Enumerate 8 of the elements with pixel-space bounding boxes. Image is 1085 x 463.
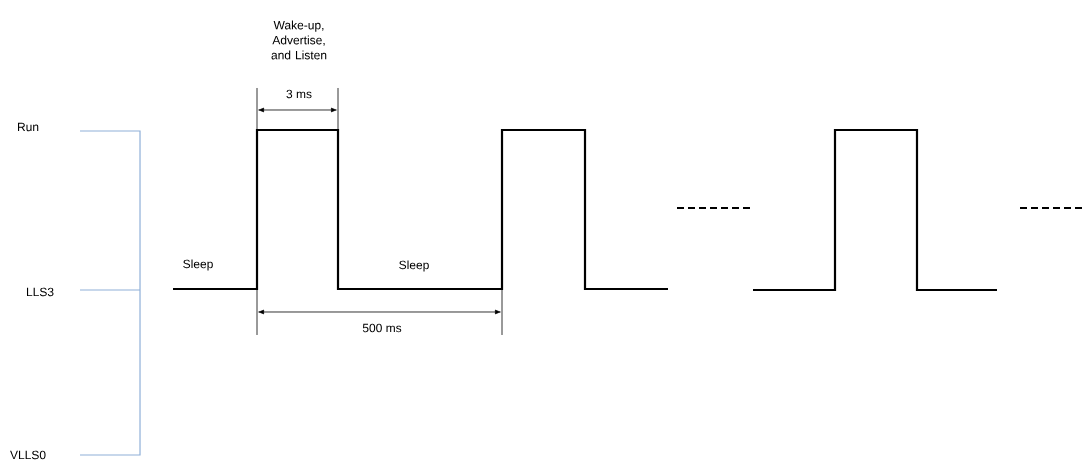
dimension-label: 3 ms [286,89,312,99]
level-label: LLS3 [27,287,54,297]
interval-label: Wake-up, Advertise, and Listen [271,20,327,60]
level-label: Run [18,122,39,132]
state-label: Sleep [399,260,429,272]
level-label: VLLS0 [10,450,46,460]
state-label: Sleep [183,259,213,271]
dimension-label: 500 ms [362,323,402,333]
